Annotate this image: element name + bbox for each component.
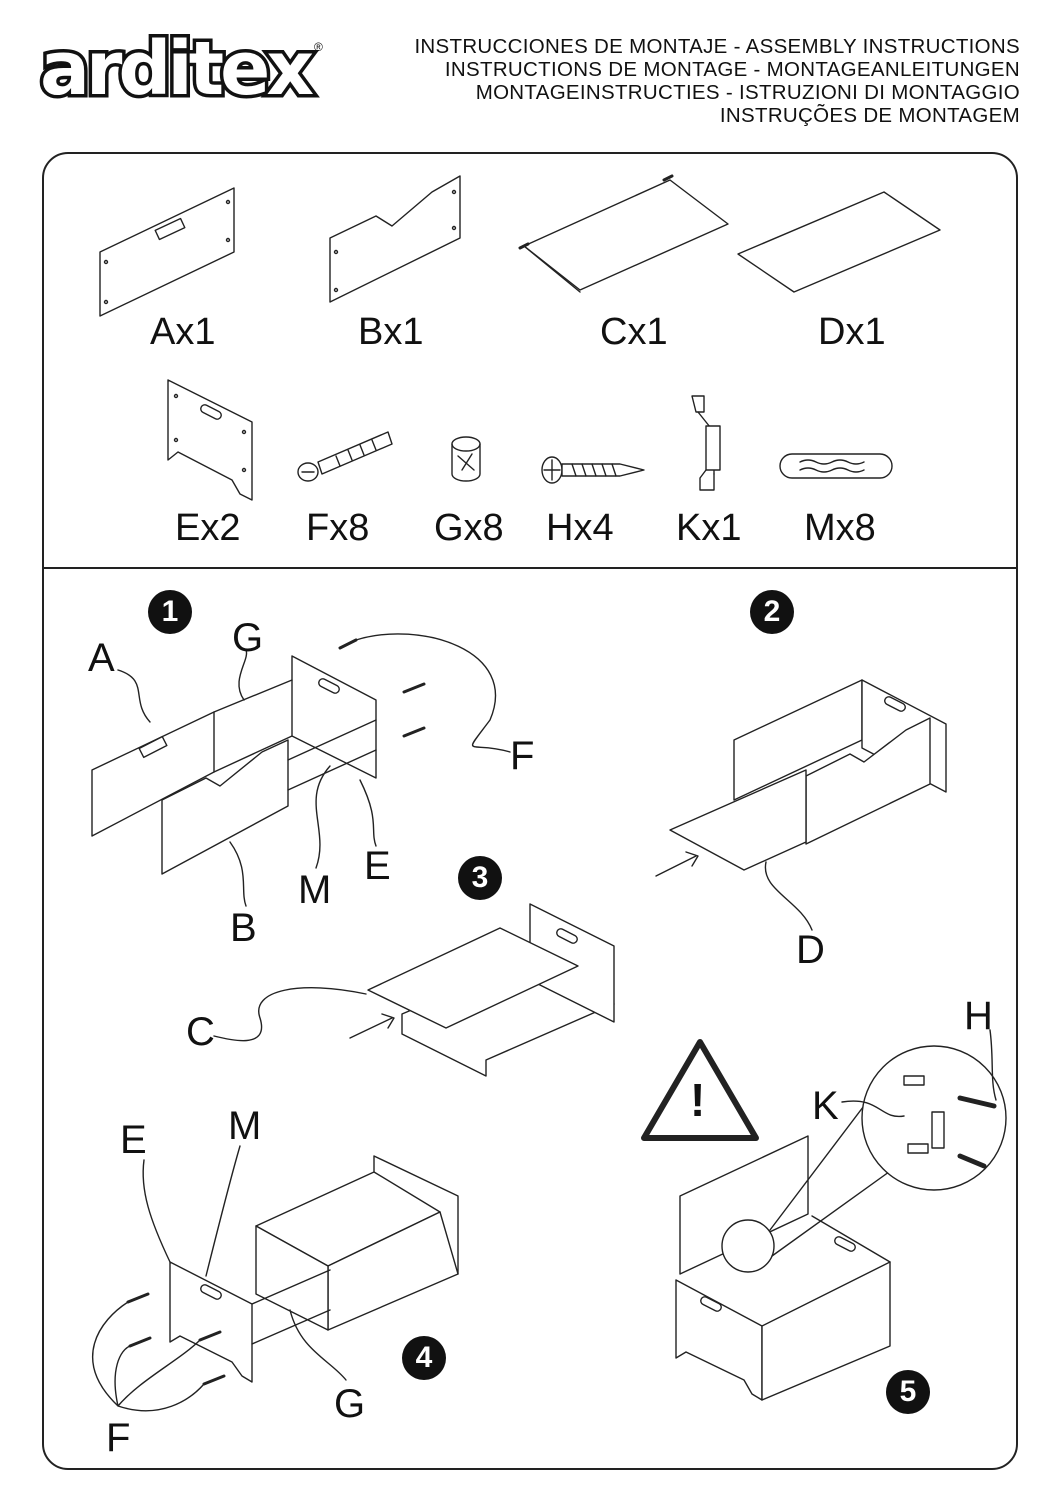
part-label-a: Ax1 (150, 311, 216, 353)
part-label-d: Dx1 (818, 311, 886, 353)
step-3-number: 3 (458, 856, 502, 900)
instructions-frame (42, 152, 1018, 1470)
step-1-callout-m: M (298, 868, 332, 912)
part-label-h: Hx4 (546, 507, 614, 549)
registered-mark: ® (314, 40, 323, 54)
step-1-callout-a: A (88, 636, 115, 680)
part-label-k: Kx1 (676, 507, 742, 549)
step-1-callout-e: E (364, 844, 391, 888)
step-5-number: 5 (886, 1370, 930, 1414)
step-4-callout-f: F (106, 1416, 131, 1460)
part-label-b: Bx1 (358, 311, 424, 353)
step-2-callout-d: D (796, 928, 825, 972)
step-5-callout-h: H (964, 994, 993, 1038)
step-1-callout-f: F (510, 734, 535, 778)
step-4-callout-g: G (334, 1382, 366, 1426)
part-label-g: Gx8 (434, 507, 504, 549)
part-label-m: Mx8 (804, 507, 876, 549)
step-1-callout-b: B (230, 906, 257, 950)
part-label-e: Ex2 (175, 507, 241, 549)
svg-text:arditex: arditex (40, 26, 313, 112)
step-4-callout-e: E (120, 1118, 147, 1162)
step-4-callout-m: M (228, 1104, 262, 1148)
arditex-logo: arditex (36, 23, 336, 116)
title-line-2: INSTRUCTIONS DE MONTAGE - MONTAGEANLEITU… (444, 58, 1020, 81)
step-1-callout-g: G (232, 616, 264, 660)
step-4-number: 4 (402, 1336, 446, 1380)
title-line-4: INSTRUÇÕES DE MONTAGEM (719, 104, 1020, 127)
warning-exclamation: ! (690, 1074, 706, 1126)
step-5-callout-k: K (812, 1084, 839, 1128)
step-3-callout-c: C (186, 1010, 215, 1054)
step-2-number: 2 (750, 590, 794, 634)
title-line-3: MONTAGEINSTRUCTIES - ISTRUZIONI DI MONTA… (475, 81, 1020, 104)
part-label-f: Fx8 (306, 507, 370, 549)
step-1-number: 1 (148, 590, 192, 634)
part-label-c: Cx1 (600, 311, 668, 353)
instructions-title-block: INSTRUCCIONES DE MONTAJE - ASSEMBLY INST… (414, 35, 1020, 127)
title-line-1: INSTRUCCIONES DE MONTAJE - ASSEMBLY INST… (414, 35, 1020, 58)
parts-steps-divider (42, 567, 1018, 569)
